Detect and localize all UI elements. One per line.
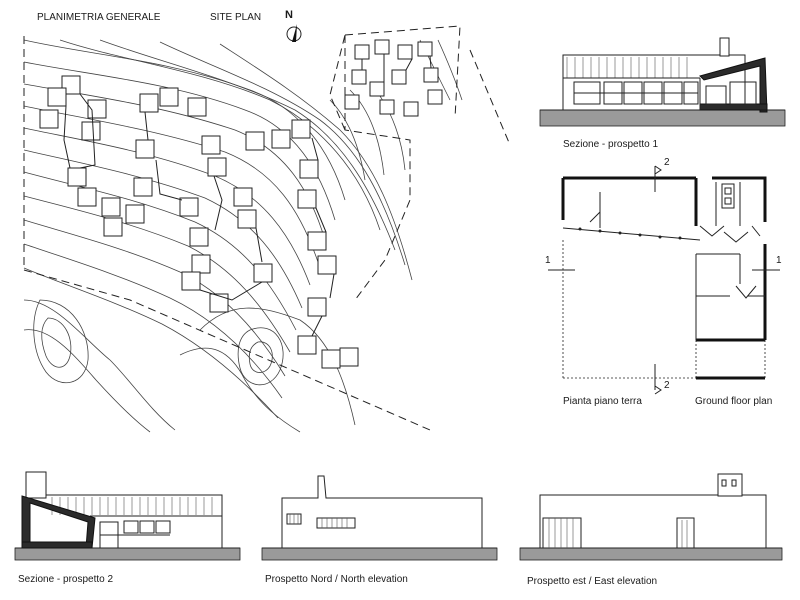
- ground-floor-plan: [548, 165, 780, 395]
- caption-section-1: Sezione - prospetto 1: [563, 139, 659, 150]
- title-site-plan: SITE PLAN: [210, 12, 262, 23]
- caption-east-elevation: Prospetto est / East elevation: [527, 576, 658, 587]
- caption-ground-floor-en: Ground floor plan: [695, 396, 773, 407]
- property-boundary: [23, 25, 511, 431]
- contour-lines: [23, 39, 463, 433]
- section-mark-2-top: 2: [664, 157, 670, 168]
- north-arrow-letter: N: [285, 9, 293, 21]
- housing-clusters: [39, 39, 443, 369]
- east-elevation: [519, 473, 783, 561]
- caption-north-elevation: Prospetto Nord / North elevation: [265, 574, 408, 585]
- section-elevation-2: [14, 471, 241, 561]
- section-mark-2-bottom: 2: [664, 380, 670, 391]
- section-cut-lines: [548, 165, 780, 395]
- site-plan: [23, 25, 511, 433]
- section-elevation-1: [539, 37, 786, 127]
- section-mark-1-left: 1: [545, 255, 551, 266]
- caption-ground-floor-it: Pianta piano terra: [563, 396, 642, 407]
- title-planimetria-generale: PLANIMETRIA GENERALE: [37, 12, 161, 23]
- north-elevation: [261, 475, 498, 561]
- caption-section-2: Sezione - prospetto 2: [18, 574, 114, 585]
- section-mark-1-right: 1: [776, 255, 782, 266]
- wall-markers: [578, 227, 682, 240]
- north-arrow-icon: [286, 24, 302, 42]
